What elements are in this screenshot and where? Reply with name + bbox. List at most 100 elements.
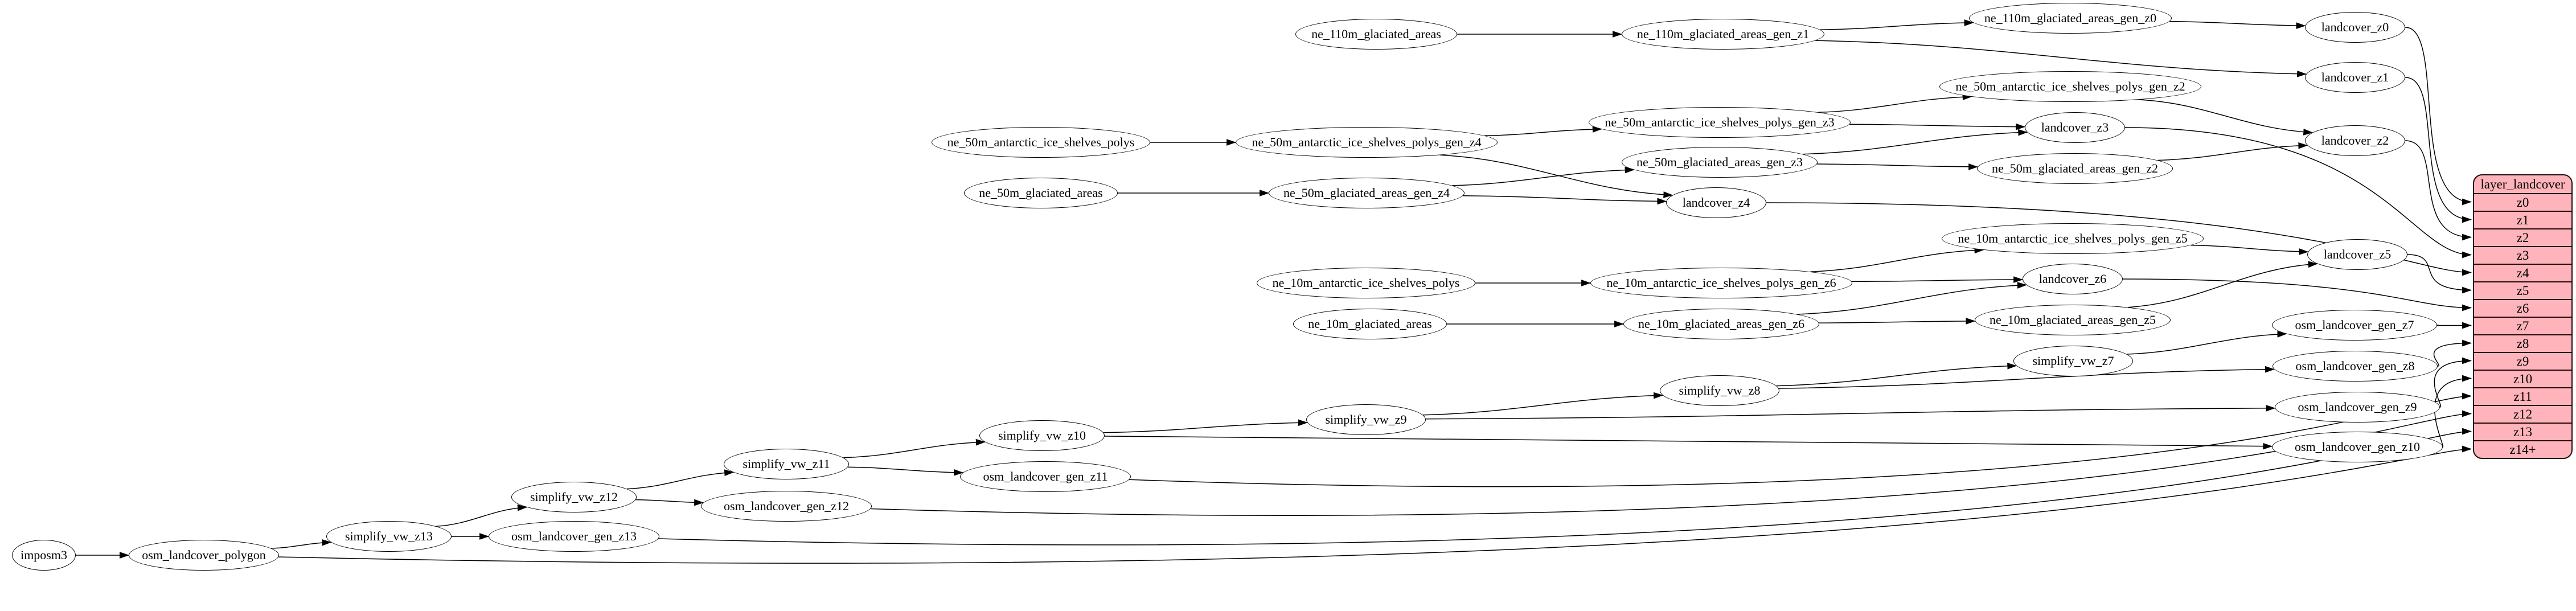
- table-row-z10: z10: [2474, 370, 2571, 387]
- node-ne_50m_antarctic_ice_shelves_polys: ne_50m_antarctic_ice_shelves_polys: [932, 127, 1150, 158]
- node-ne_50m_antarctic_ice_shelves_polys_gen_z3: ne_50m_antarctic_ice_shelves_polys_gen_z…: [1589, 107, 1851, 138]
- edge-ne_50m_antarctic_ice_shelves_polys_gen_z4-to-landcover_z4: [1440, 154, 1673, 198]
- edge-ne_10m_antarctic_ice_shelves_polys_gen_z6-to-ne_10m_antarctic_ice_shelves_polys_gen_z5: [1810, 247, 1984, 272]
- node-ne_50m_glaciated_areas_gen_z3: ne_50m_glaciated_areas_gen_z3: [1622, 147, 1818, 178]
- edge-ne_50m_glaciated_areas_gen_z2-to-landcover_z2: [2157, 142, 2308, 161]
- edge-ne_50m_glaciated_areas_gen_z4-to-ne_50m_glaciated_areas_gen_z3: [1452, 166, 1635, 186]
- edge-ne_50m_glaciated_areas_gen_z3-to-landcover_z3: [1802, 129, 2028, 155]
- table-row-z11: z11: [2474, 387, 2571, 405]
- node-ne_110m_glaciated_areas: ne_110m_glaciated_areas: [1295, 19, 1457, 50]
- node-osm_landcover_gen_z12: osm_landcover_gen_z12: [701, 491, 872, 522]
- node-landcover_z3: landcover_z3: [2025, 112, 2125, 143]
- edge-landcover_z4-to-layer_landcover-z4: [1766, 202, 2472, 276]
- edge-osm_landcover_gen_z9-to-layer_landcover-z9: [2434, 357, 2472, 408]
- node-landcover_z1: landcover_z1: [2305, 62, 2405, 93]
- edge-ne_10m_antarctic_ice_shelves_polys_gen_z6-to-landcover_z6: [1851, 276, 2024, 283]
- node-ne_50m_antarctic_ice_shelves_polys_gen_z4: ne_50m_antarctic_ice_shelves_polys_gen_z…: [1236, 127, 1498, 158]
- edge-ne_50m_antarctic_ice_shelves_polys_gen_z3-to-landcover_z3: [1849, 123, 2026, 130]
- node-simplify_vw_z13: simplify_vw_z13: [326, 521, 452, 552]
- node-ne_50m_antarctic_ice_shelves_polys_gen_z2: ne_50m_antarctic_ice_shelves_polys_gen_z…: [1939, 71, 2201, 102]
- edge-simplify_vw_z13-to-simplify_vw_z12: [436, 504, 527, 527]
- node-simplify_vw_z7: simplify_vw_z7: [2013, 346, 2133, 376]
- edge-landcover_z6-to-layer_landcover-z6: [2122, 278, 2472, 311]
- node-osm_landcover_gen_z13: osm_landcover_gen_z13: [489, 521, 659, 552]
- edge-ne_50m_antarctic_ice_shelves_polys_gen_z3-to-ne_50m_antarctic_ice_shelves_polys_gen_z2: [1818, 93, 1972, 113]
- table-row-z12: z12: [2474, 405, 2571, 423]
- edge-osm_landcover_gen_z8-to-layer_landcover-z8: [2433, 339, 2472, 367]
- node-ne_50m_glaciated_areas: ne_50m_glaciated_areas: [964, 178, 1118, 208]
- edge-simplify_vw_z10-to-simplify_vw_z9: [1103, 419, 1308, 433]
- table-row-z7: z7: [2474, 317, 2571, 334]
- node-ne_10m_glaciated_areas: ne_10m_glaciated_areas: [1293, 309, 1447, 339]
- node-ne_10m_antarctic_ice_shelves_polys_gen_z5: ne_10m_antarctic_ice_shelves_polys_gen_z…: [1942, 223, 2204, 254]
- edge-simplify_vw_z7-to-osm_landcover_gen_z7: [2127, 331, 2287, 355]
- edge-simplify_vw_z8-to-simplify_vw_z7: [1776, 362, 2017, 387]
- node-simplify_vw_z9: simplify_vw_z9: [1306, 404, 1426, 435]
- edge-osm_landcover_gen_z10-to-layer_landcover-z10: [2434, 375, 2472, 448]
- table-row-z0: z0: [2474, 193, 2571, 211]
- table-row-z3: z3: [2474, 246, 2571, 264]
- node-landcover_z2: landcover_z2: [2305, 125, 2405, 156]
- edge-simplify_vw_z9-to-simplify_vw_z8: [1422, 392, 1664, 416]
- edge-osm_landcover_gen_z13-to-layer_landcover-z13: [658, 428, 2472, 546]
- node-ne_110m_glaciated_areas_gen_z1: ne_110m_glaciated_areas_gen_z1: [1622, 19, 1824, 50]
- node-ne_10m_glaciated_areas_gen_z5: ne_10m_glaciated_areas_gen_z5: [1975, 305, 2171, 335]
- node-ne_50m_glaciated_areas_gen_z4: ne_50m_glaciated_areas_gen_z4: [1269, 178, 1465, 208]
- edge-landcover_z1-to-layer_landcover-z1: [2405, 77, 2472, 223]
- edge-ne_50m_glaciated_areas_gen_z4-to-landcover_z4: [1463, 195, 1667, 205]
- node-ne_50m_glaciated_areas_gen_z2: ne_50m_glaciated_areas_gen_z2: [1977, 153, 2173, 184]
- node-landcover_z4: landcover_z4: [1666, 187, 1766, 218]
- edge-simplify_vw_z12-to-osm_landcover_gen_z12: [635, 499, 704, 506]
- node-ne_10m_antarctic_ice_shelves_polys: ne_10m_antarctic_ice_shelves_polys: [1257, 268, 1475, 298]
- node-landcover_z0: landcover_z0: [2305, 12, 2405, 43]
- table-row-z14+: z14+: [2474, 440, 2571, 458]
- edge-ne_10m_glaciated_areas_gen_z6-to-landcover_z6: [1797, 282, 2027, 315]
- node-osm_landcover_gen_z9: osm_landcover_gen_z9: [2275, 392, 2440, 423]
- edge-simplify_vw_z8-to-osm_landcover_gen_z8: [1778, 366, 2275, 389]
- edge-landcover_z2-to-layer_landcover-z2: [2405, 140, 2472, 241]
- edge-osm_landcover_gen_z12-to-layer_landcover-z12: [870, 410, 2472, 516]
- edge-ne_50m_antarctic_ice_shelves_polys_gen_z4-to-ne_50m_antarctic_ice_shelves_polys_gen_z3: [1484, 126, 1602, 137]
- node-simplify_vw_z8: simplify_vw_z8: [1660, 375, 1779, 406]
- node-osm_landcover_gen_z10: osm_landcover_gen_z10: [2272, 432, 2443, 462]
- node-imposm3: imposm3: [12, 540, 76, 571]
- table-row-z5: z5: [2474, 281, 2571, 299]
- node-simplify_vw_z12: simplify_vw_z12: [511, 482, 637, 512]
- table-row-z2: z2: [2474, 228, 2571, 246]
- layer-table-title: layer_landcover: [2480, 177, 2565, 191]
- node-ne_110m_glaciated_areas_gen_z0: ne_110m_glaciated_areas_gen_z0: [1969, 3, 2172, 34]
- edge-osm_landcover_polygon-to-simplify_vw_z13: [271, 539, 332, 549]
- edge-osm_landcover_gen_z7-to-layer_landcover-z7: [2433, 322, 2472, 329]
- edge-ne_110m_glaciated_areas_gen_z0-to-landcover_z0: [2169, 20, 2306, 29]
- edge-landcover_z5-to-layer_landcover-z5: [2407, 254, 2472, 294]
- node-osm_landcover_gen_z7: osm_landcover_gen_z7: [2272, 310, 2437, 341]
- node-landcover_z6: landcover_z6: [2023, 264, 2123, 294]
- node-osm_landcover_gen_z8: osm_landcover_gen_z8: [2273, 351, 2438, 382]
- table-row-z8: z8: [2474, 334, 2571, 352]
- node-osm_landcover_gen_z11: osm_landcover_gen_z11: [960, 461, 1131, 492]
- node-simplify_vw_z11: simplify_vw_z11: [724, 449, 849, 479]
- table-row-z9: z9: [2474, 352, 2571, 370]
- edge-simplify_vw_z11-to-osm_landcover_gen_z11: [847, 466, 964, 476]
- node-ne_10m_glaciated_areas_gen_z6: ne_10m_glaciated_areas_gen_z6: [1623, 309, 1819, 339]
- table-row-z1: z1: [2474, 211, 2571, 228]
- edge-simplify_vw_z10-to-osm_landcover_gen_z10: [1104, 436, 2273, 450]
- edge-ne_110m_glaciated_areas_gen_z1-to-landcover_z1: [1815, 40, 2307, 77]
- node-ne_10m_antarctic_ice_shelves_polys_gen_z6: ne_10m_antarctic_ice_shelves_polys_gen_z…: [1590, 268, 1852, 298]
- edge-ne_50m_glaciated_areas_gen_z3-to-ne_50m_glaciated_areas_gen_z2: [1816, 163, 1979, 170]
- node-simplify_vw_z10: simplify_vw_z10: [979, 420, 1105, 451]
- edge-landcover_z3-to-layer_landcover-z3: [2124, 127, 2472, 259]
- table-row-z4: z4: [2474, 264, 2571, 281]
- table-row-z6: z6: [2474, 299, 2571, 317]
- edge-ne_10m_glaciated_areas_gen_z6-to-ne_10m_glaciated_areas_gen_z5: [1819, 318, 1976, 325]
- table-row-z13: z13: [2474, 423, 2571, 440]
- edge-ne_10m_glaciated_areas_gen_z5-to-landcover_z5: [2127, 261, 2318, 308]
- edge-simplify_vw_z12-to-simplify_vw_z11: [626, 469, 735, 490]
- edge-paths: [75, 19, 2472, 564]
- node-osm_landcover_polygon: osm_landcover_polygon: [129, 540, 279, 571]
- edge-landcover_z0-to-layer_landcover-z0: [2405, 27, 2472, 206]
- node-landcover_z5: landcover_z5: [2307, 239, 2407, 270]
